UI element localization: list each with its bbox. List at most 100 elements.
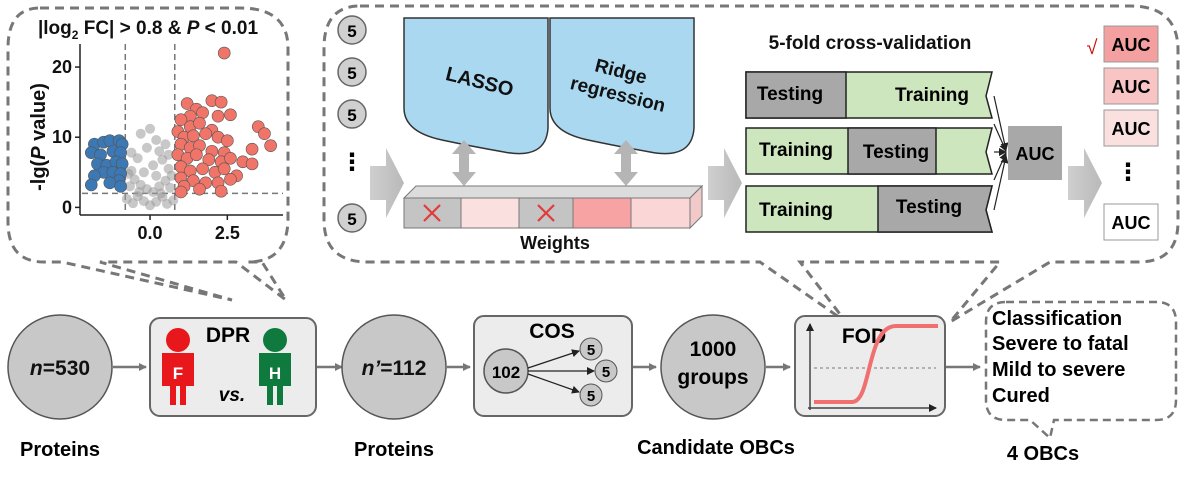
volcano-point: [214, 95, 228, 109]
cos-leaf-label: 5: [587, 388, 595, 405]
volcano-point: [114, 180, 127, 193]
proteins-node-label: n=530: [30, 357, 90, 380]
volcano-point: [199, 127, 212, 141]
auc-box-label: AUC: [1112, 213, 1151, 233]
auc-box-label: AUC: [1112, 35, 1151, 55]
volcano-point: [193, 182, 206, 196]
double-arrow-icon: [614, 140, 638, 186]
lasso-panel: [403, 17, 549, 155]
sample-circle: [337, 99, 367, 129]
sample-circle: [337, 15, 367, 45]
weights-label: Weights: [520, 233, 590, 253]
volcano-point: [138, 167, 149, 178]
female-label: F: [173, 364, 183, 383]
sample-label: 5: [347, 210, 356, 229]
volcano-point: [124, 181, 135, 192]
sample-ellipsis: ⋮: [340, 149, 364, 176]
volcano-title: |log2 FC| > 0.8 & P < 0.01: [38, 18, 259, 42]
volcano-point: [187, 129, 200, 143]
caption-proteins: Proteins: [20, 439, 100, 461]
fold-row-left-label: Testing: [757, 84, 823, 105]
fold-row-right-label: Training: [895, 85, 969, 106]
volcano-point: [160, 139, 171, 150]
x-tick-label: 0.0: [138, 223, 163, 243]
sample-label: 5: [347, 106, 356, 125]
volcano-point: [193, 116, 206, 130]
volcano-point: [84, 178, 98, 192]
volcano-point: [145, 123, 156, 134]
chevron-arrow-icon: [708, 148, 742, 218]
fold-row-testing: [745, 71, 847, 119]
volcano-point: [166, 170, 177, 181]
weight-cell: [630, 197, 691, 229]
caption-candidate-obcs: Candidate OBCs: [637, 437, 795, 459]
y-tick-label: 0: [62, 197, 72, 217]
volcano-point: [162, 198, 173, 209]
x-tick-label: 2.5: [215, 223, 240, 243]
volcano-point: [211, 109, 225, 123]
weights-bar: [402, 184, 704, 230]
auc-center-box: [1008, 126, 1062, 180]
volcano-point: [224, 108, 237, 122]
chevron-arrow-icon: [370, 148, 404, 218]
volcano-point: [163, 149, 174, 160]
volcano-point: [180, 97, 194, 110]
volcano-point: [258, 127, 271, 141]
volcano-point: [174, 185, 188, 199]
volcano-point: [190, 148, 203, 162]
volcano-point: [148, 160, 159, 171]
volcano-point: [202, 153, 216, 166]
fold-row-2: Training Testing: [745, 127, 993, 175]
volcano-point: [196, 162, 209, 176]
classification-line: Mild to severe: [992, 359, 1125, 381]
healthy-control-icon: [259, 328, 291, 405]
cos-title: COS: [529, 320, 575, 343]
caption-filtered-proteins: Proteins: [354, 439, 434, 461]
volcano-points: [84, 46, 277, 211]
volcano-point: [224, 173, 237, 186]
volcano-ylabel: -lg(P value): [28, 83, 50, 191]
fold-row-3: Training Testing: [745, 185, 993, 233]
volcano-point: [154, 146, 165, 157]
volcano-point: [217, 46, 231, 60]
volcano-point: [141, 142, 152, 153]
healthy-label: H: [269, 364, 281, 383]
volcano-callout-frame: [6, 6, 290, 302]
candidate-groups-label: groups: [677, 366, 748, 389]
y-tick-label: 20: [52, 57, 72, 77]
volcano-point: [103, 176, 117, 190]
proteins-node: [7, 314, 113, 420]
sample-circle: [337, 203, 367, 233]
cross-icon: [423, 204, 441, 222]
candidate-groups-node: [660, 314, 766, 420]
cv-title: 5-fold cross-validation: [769, 33, 972, 54]
cos-leaf-label: 5: [602, 364, 610, 381]
volcano-point: [126, 147, 137, 158]
vs-label: vs.: [219, 385, 245, 406]
volcano-point: [151, 135, 162, 146]
cos-center-label: 102: [492, 363, 520, 382]
female-patient-icon: [162, 328, 194, 405]
auc-box-label: AUC: [1112, 77, 1151, 97]
classification-line: Cured: [992, 385, 1050, 407]
candidate-groups-label: 1000: [690, 338, 737, 361]
cross-icon: [537, 204, 555, 222]
volcano-point: [221, 134, 234, 148]
cv-callout-frame: [322, 4, 1180, 324]
weights-bar-top: [402, 185, 704, 199]
fold-row-1: Testing Training: [745, 71, 993, 119]
classification-line: Classification: [992, 308, 1122, 330]
sample-circle: [337, 57, 367, 87]
auc-box: [1103, 67, 1159, 105]
converge-arrows: [993, 95, 1009, 211]
fold-row-right-label: Testing: [896, 197, 962, 218]
double-arrow-icon: [452, 140, 476, 186]
filtered-proteins-node: [341, 314, 447, 420]
volcano-point: [196, 106, 209, 119]
sample-list: 5 5 5 ⋮ 5: [337, 15, 367, 233]
caption-final-obcs: 4 OBCs: [1007, 443, 1079, 465]
fold-row-left-label: Training: [759, 140, 833, 161]
